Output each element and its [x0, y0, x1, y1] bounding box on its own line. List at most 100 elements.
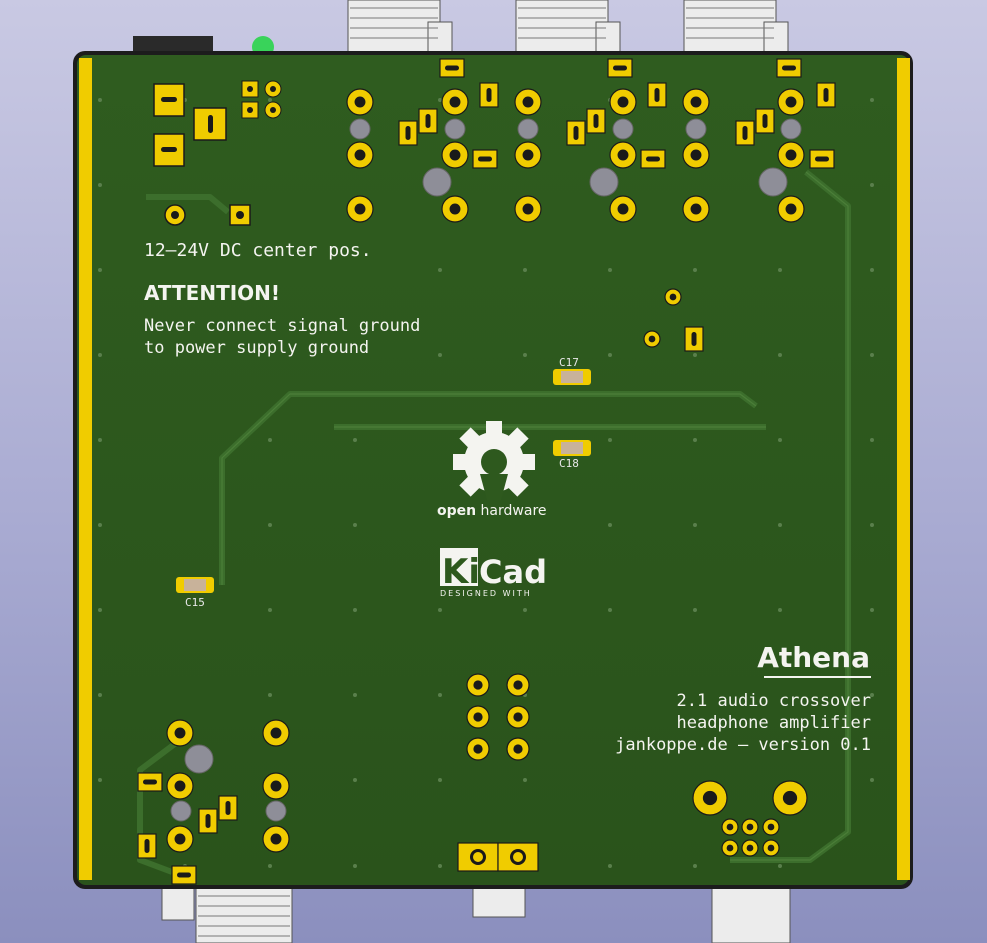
- npth-hole: [444, 118, 466, 140]
- round-pad: [441, 88, 469, 116]
- subtitle-line-3: jankoppe.de – version 0.1: [615, 735, 871, 755]
- npth-hole: [265, 800, 287, 822]
- ref-c17: C17: [559, 356, 579, 369]
- via: [778, 864, 782, 868]
- via: [778, 438, 782, 442]
- square-pad: [776, 58, 802, 78]
- square-pad: [439, 58, 465, 78]
- svg-text:open hardware: open hardware: [437, 503, 547, 519]
- round-pad: [643, 330, 661, 348]
- round-pad: [721, 839, 739, 857]
- bottom-connectors: [161, 884, 791, 943]
- npth-hole: [422, 167, 452, 197]
- dc-jack-pads: [153, 83, 227, 167]
- round-pad: [741, 839, 759, 857]
- via: [693, 608, 697, 612]
- via: [693, 438, 697, 442]
- via: [438, 864, 442, 868]
- via: [608, 523, 612, 527]
- via: [523, 268, 527, 272]
- square-pad: [137, 772, 163, 792]
- via: [438, 353, 442, 357]
- round-pad: [777, 88, 805, 116]
- subtitle-line-2: headphone amplifier: [677, 713, 871, 733]
- left-edge-rail: [79, 58, 92, 880]
- via: [693, 353, 697, 357]
- via: [870, 778, 874, 782]
- round-pad: [514, 195, 542, 223]
- square-pad: [566, 120, 586, 146]
- via: [778, 608, 782, 612]
- round-pad: [692, 780, 728, 816]
- square-pad: [735, 120, 755, 146]
- via: [778, 268, 782, 272]
- round-pad: [262, 772, 290, 800]
- round-pad: [682, 141, 710, 169]
- via: [268, 608, 272, 612]
- board-title: Athena: [757, 641, 870, 674]
- via: [98, 353, 102, 357]
- via: [693, 268, 697, 272]
- round-pad: [262, 719, 290, 747]
- round-pad: [609, 141, 637, 169]
- round-pad: [772, 780, 808, 816]
- via: [870, 523, 874, 527]
- via: [353, 778, 357, 782]
- round-pad: [506, 673, 530, 697]
- via: [353, 523, 357, 527]
- round-pad: [682, 88, 710, 116]
- title-underline: [764, 676, 871, 678]
- via: [268, 523, 272, 527]
- bottom-connector-ribs: [198, 895, 290, 937]
- via: [870, 98, 874, 102]
- npth-hole: [589, 167, 619, 197]
- square-pad: [809, 149, 835, 169]
- via: [438, 608, 442, 612]
- via: [353, 693, 357, 697]
- via: [608, 864, 612, 868]
- via: [693, 864, 697, 868]
- warning-line-1: Never connect signal ground: [144, 316, 420, 336]
- via: [98, 608, 102, 612]
- round-pad: [466, 737, 490, 761]
- round-pad: [721, 818, 739, 836]
- attention-title: ATTENTION!: [144, 281, 280, 305]
- via: [98, 523, 102, 527]
- kicad-logo-ki: Ki: [442, 552, 480, 592]
- via: [870, 183, 874, 187]
- oshw-gear-icon: [453, 421, 535, 500]
- round-pad: [664, 288, 682, 306]
- square-pad: [755, 108, 775, 134]
- square-pad: [171, 865, 197, 885]
- rca-jack-housings: [347, 0, 789, 53]
- square-pad: [198, 808, 218, 834]
- round-pad: [466, 705, 490, 729]
- via: [268, 693, 272, 697]
- via: [608, 353, 612, 357]
- round-pad: [514, 141, 542, 169]
- round-pad: [506, 737, 530, 761]
- trace-highlights: [221, 171, 849, 861]
- square-pad: [479, 82, 499, 108]
- npth-hole: [170, 800, 192, 822]
- smd-pads: [137, 58, 836, 885]
- power-label: 12–24V DC center pos.: [144, 240, 372, 261]
- square-pad: [586, 108, 606, 134]
- capacitors: [176, 369, 591, 593]
- round-pad: [777, 195, 805, 223]
- round-pad: [609, 195, 637, 223]
- dc-jack-body: [133, 36, 213, 54]
- via: [870, 693, 874, 697]
- npth-hole: [758, 167, 788, 197]
- warning-line-2: to power supply ground: [144, 338, 369, 358]
- ref-c15: C15: [185, 596, 205, 609]
- oshw-label-bold: open: [437, 503, 476, 519]
- via: [98, 98, 102, 102]
- rca-jack-ribs: [350, 7, 774, 39]
- round-pad: [346, 195, 374, 223]
- round-pad: [262, 825, 290, 853]
- via: [98, 438, 102, 442]
- npth-hole: [612, 118, 634, 140]
- via: [523, 778, 527, 782]
- via: [608, 438, 612, 442]
